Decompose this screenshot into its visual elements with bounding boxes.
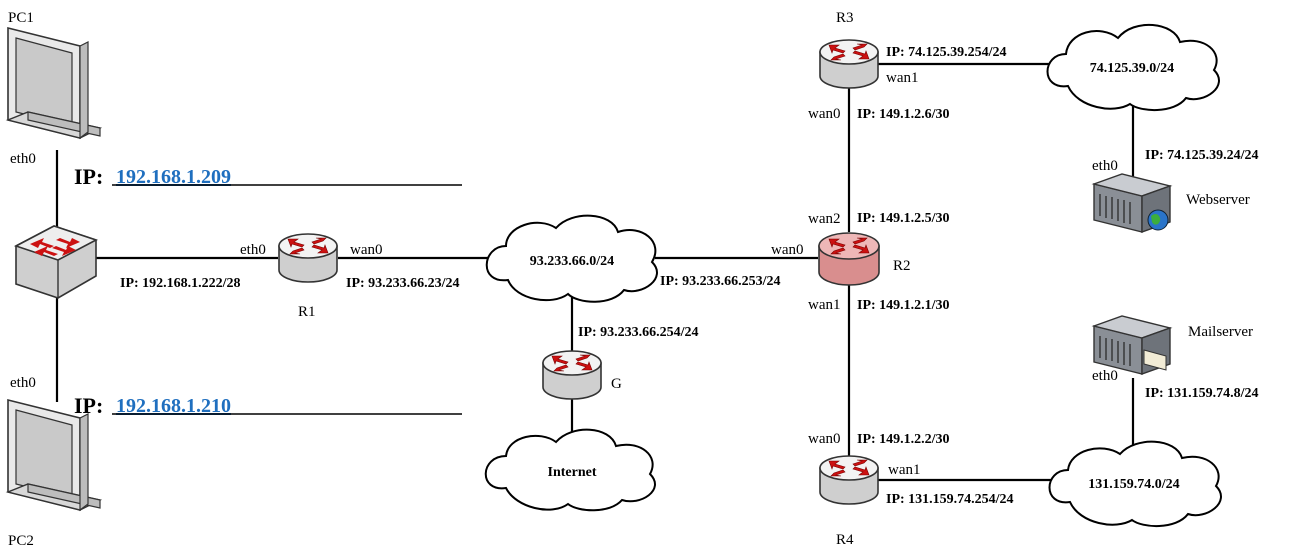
webserver-label: Webserver (1186, 192, 1250, 208)
r1-eth0-label: eth0 (240, 242, 266, 258)
r3-wan0-label: wan0 (808, 106, 841, 122)
pc2-label: PC2 (8, 533, 34, 549)
cloud-internet: Internet (484, 428, 656, 512)
r2-label: R2 (893, 258, 911, 274)
mailserver-eth0-label: eth0 (1092, 368, 1118, 384)
pc2-ip-prefix: IP: (74, 393, 103, 418)
globe-icon (1147, 209, 1169, 231)
envelope-icon (1143, 349, 1167, 371)
g-icon (542, 350, 602, 400)
pc1-ip-value[interactable]: 192.168.1.209 (116, 166, 231, 188)
cloud-mail-net: 131.159.74.0/24 (1048, 440, 1222, 528)
g-label: G (611, 376, 622, 392)
r4-wan0-ip: IP: 149.1.2.2/30 (857, 432, 950, 447)
r1-eth0-ip: IP: 192.168.1.222/28 (120, 276, 241, 291)
cloud-web-net: 74.125.39.0/24 (1046, 24, 1220, 112)
r1-wan0-label: wan0 (350, 242, 383, 258)
r4-icon (819, 455, 879, 505)
r4-wan0-label: wan0 (808, 431, 841, 447)
pc1-ip-prefix: IP: (74, 164, 103, 189)
mailserver-ip: IP: 131.159.74.8/24 (1145, 386, 1259, 401)
cloud-isp: 93.233.66.0/24 (485, 214, 658, 303)
mailserver-label: Mailserver (1188, 324, 1253, 340)
r3-wan1-label: wan1 (886, 70, 919, 86)
r1-wan0-ip: IP: 93.233.66.23/24 (346, 276, 460, 291)
r2-icon (818, 232, 880, 286)
pc2-eth0-label: eth0 (10, 375, 36, 391)
cloud-isp-label: 93.233.66.0/24 (530, 254, 614, 269)
r1-icon (278, 233, 338, 283)
r2-wan2-ip: IP: 149.1.2.5/30 (857, 211, 950, 226)
r2-wan1-label: wan1 (808, 297, 841, 313)
pc1-label: PC1 (8, 10, 34, 26)
pc1-eth0-label: eth0 (10, 151, 36, 167)
r3-wan0-ip: IP: 149.1.2.6/30 (857, 107, 950, 122)
r2-wan2-label: wan2 (808, 211, 841, 227)
links (55, 62, 1135, 482)
r2-wan0-ip: IP: 93.233.66.253/24 (660, 274, 781, 289)
r2-wan0-label: wan0 (771, 242, 804, 258)
r1-label: R1 (298, 304, 316, 320)
switch-icon (13, 225, 99, 299)
cloud-mail-net-label: 131.159.74.0/24 (1088, 477, 1179, 492)
r3-icon (819, 39, 879, 89)
r3-wan1-ip: IP: 74.125.39.254/24 (886, 45, 1007, 60)
r4-wan1-ip: IP: 131.159.74.254/24 (886, 492, 1014, 507)
cloud-internet-label: Internet (548, 465, 597, 480)
r4-wan1-label: wan1 (888, 462, 921, 478)
webserver-ip: IP: 74.125.39.24/24 (1145, 148, 1259, 163)
pc1-icon (7, 27, 101, 139)
r2-wan1-ip: IP: 149.1.2.1/30 (857, 298, 950, 313)
r3-label: R3 (836, 10, 854, 26)
r4-label: R4 (836, 532, 854, 548)
webserver-eth0-label: eth0 (1092, 158, 1118, 174)
cloud-web-net-label: 74.125.39.0/24 (1090, 61, 1174, 76)
pc2-ip-value[interactable]: 192.168.1.210 (116, 395, 231, 417)
g-ip: IP: 93.233.66.254/24 (578, 325, 699, 340)
